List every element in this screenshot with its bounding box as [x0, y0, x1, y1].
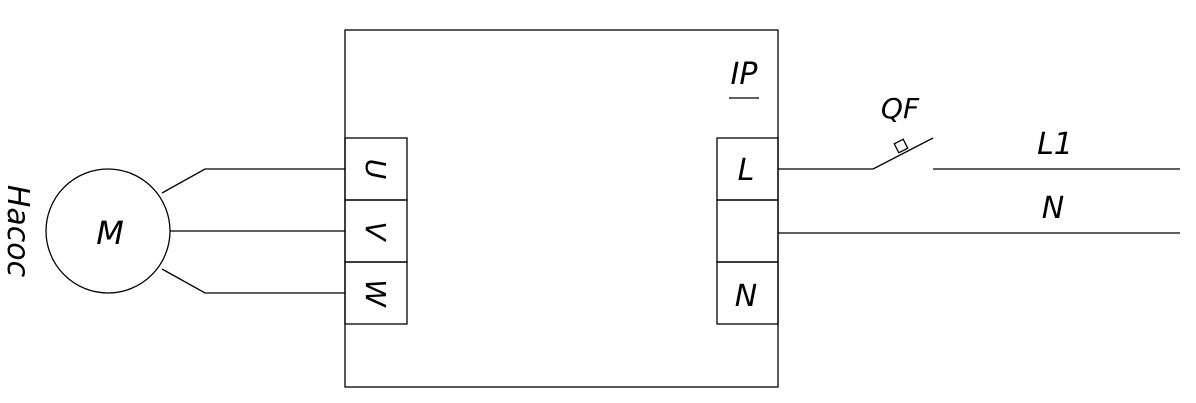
- terminal-blank: [716, 199, 779, 263]
- input-terminal-block: L N: [716, 137, 779, 325]
- terminal-l-label: L: [738, 153, 755, 188]
- terminal-n-label: N: [735, 279, 757, 314]
- wire-u: [161, 168, 345, 194]
- terminal-n: [716, 261, 779, 325]
- output-terminal-block: U V W: [344, 137, 408, 325]
- pump-label: Насос: [0, 185, 35, 278]
- breaker-label: QF: [881, 92, 920, 125]
- breaker-contact: [872, 137, 934, 170]
- device-enclosure: [344, 29, 779, 388]
- motor-label: M: [96, 214, 124, 252]
- wire-w: [161, 268, 345, 294]
- terminal-v-label: V: [359, 221, 392, 242]
- line-l1-label: L1: [1037, 127, 1073, 162]
- terminal-w-label: W: [359, 279, 392, 308]
- terminal-u-label: U: [359, 159, 392, 180]
- device-label: IP: [731, 57, 759, 92]
- line-n-label: N: [1042, 191, 1064, 226]
- breaker-actuator: [893, 138, 909, 154]
